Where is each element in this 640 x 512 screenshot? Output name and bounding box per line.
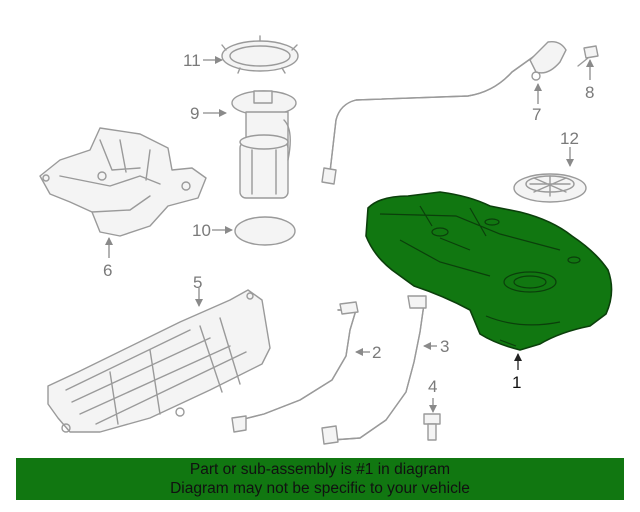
callout-1: 1 (512, 373, 521, 392)
part-2-strap[interactable] (231, 301, 359, 433)
callout-8: 8 (585, 83, 594, 102)
callout-2: 2 (372, 343, 381, 362)
callout-11: 11 (183, 51, 201, 70)
part-7-filler-pipe[interactable] (321, 40, 567, 185)
callout-12: 12 (560, 129, 579, 148)
callout-3: 3 (440, 337, 449, 356)
callout-7: 7 (532, 105, 541, 124)
part-5-skid-plate[interactable] (47, 289, 271, 433)
part-10-seal[interactable] (234, 216, 296, 246)
part-8-bolt[interactable] (577, 45, 599, 67)
banner-line-1: Part or sub-assembly is #1 in diagram (189, 461, 451, 478)
part-12-cover[interactable] (513, 173, 587, 203)
part-11-lock-ring[interactable] (221, 35, 299, 74)
callout-4: 4 (428, 377, 437, 396)
callout-labels: 11 9 10 6 5 7 8 12 2 3 4 1 (103, 51, 594, 396)
callout-5: 5 (193, 273, 202, 292)
part-3-strap[interactable] (321, 295, 427, 445)
highlight-notice-banner: Part or sub-assembly is #1 in diagram Di… (16, 458, 624, 500)
part-6-heat-shield[interactable] (39, 127, 207, 237)
exploded-parts-diagram: 11 9 10 6 5 7 8 12 2 3 4 1 (39, 35, 613, 445)
callout-leaders (105, 56, 594, 413)
callout-10: 10 (192, 221, 211, 240)
part-9-fuel-pump[interactable] (231, 90, 297, 199)
banner-line-2: Diagram may not be specific to your vehi… (170, 480, 470, 497)
callout-6: 6 (103, 261, 112, 280)
callout-9: 9 (190, 104, 199, 123)
part-1-fuel-tank[interactable] (365, 191, 613, 351)
part-4-bolt[interactable] (423, 413, 441, 441)
